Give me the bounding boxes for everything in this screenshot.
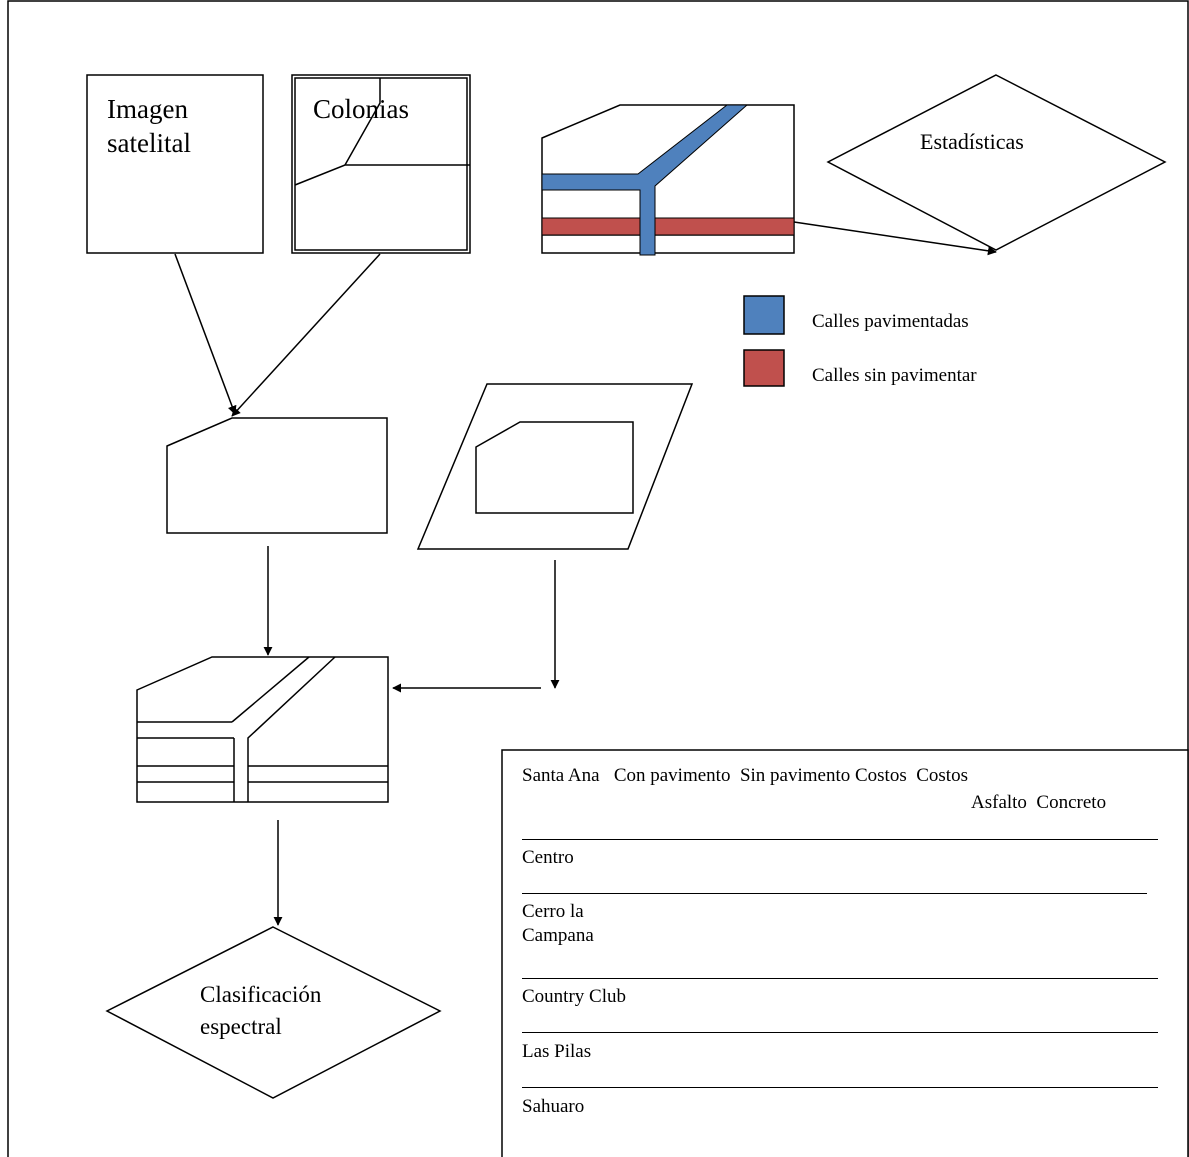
arrow-colonies-to-clip	[231, 253, 381, 417]
unpaved-road-band	[541, 217, 795, 236]
classification-label: Clasificación espectral	[200, 982, 322, 1039]
page-frame	[7, 0, 1189, 1157]
table-rule	[522, 1087, 1158, 1088]
arrow-roads-to-statistics	[793, 221, 997, 256]
arrow-satellite-to-clip	[174, 253, 237, 415]
table-rule	[522, 1032, 1158, 1033]
legend-swatch-unpaved	[743, 349, 785, 387]
table-row-label: Cerro la Campana	[522, 901, 594, 946]
clipped-image-box	[166, 417, 388, 534]
classification-diamond	[105, 926, 442, 1099]
table-row-label: Sahuaro	[522, 1096, 585, 1117]
table-rule	[522, 978, 1158, 979]
colonies-map-box	[291, 74, 471, 254]
table-row-label: Centro	[522, 847, 574, 868]
table-row-label: Country Club	[522, 986, 626, 1007]
statistics-diamond	[826, 74, 1167, 251]
colonies-label: Colonias	[313, 94, 410, 124]
legend-label-paved: Calles pavimentadas	[812, 311, 969, 332]
table-header-line2: Asfalto Concreto	[971, 792, 1107, 813]
table-rule	[522, 893, 1147, 894]
roads-map-outline	[136, 656, 389, 803]
table-row-label: Las Pilas	[522, 1041, 592, 1062]
legend-swatch-paved	[743, 295, 785, 335]
statistics-label: Estadísticas	[920, 129, 1024, 154]
cost-table-box	[501, 749, 1189, 1157]
paved-road-shape	[541, 104, 749, 256]
satellite-image-label: Imagen satelital	[107, 94, 191, 158]
satellite-image-box	[86, 74, 264, 254]
table-rule	[522, 839, 1158, 840]
table-header-line1: Santa Ana Con pavimento Sin pavimento Co…	[522, 765, 968, 786]
legend-label-unpaved: Calles sin pavimentar	[812, 365, 977, 386]
roads-map-colored	[541, 104, 795, 256]
road-layer-parallelogram	[416, 383, 694, 550]
